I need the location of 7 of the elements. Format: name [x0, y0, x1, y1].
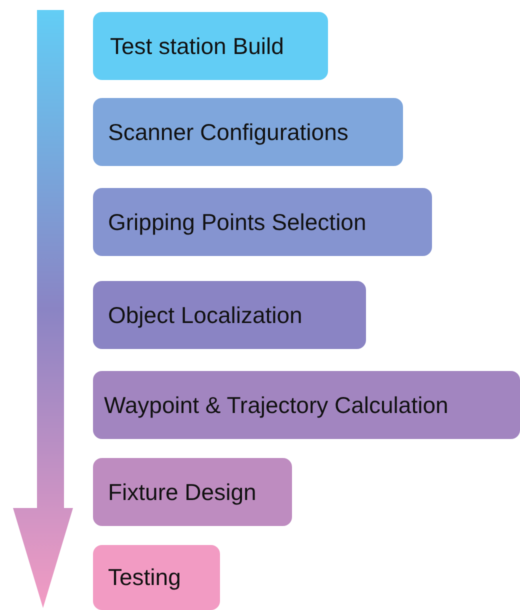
step-box: Gripping Points Selection — [93, 188, 432, 256]
step-box: Waypoint & Trajectory Calculation — [93, 371, 520, 439]
step-box: Test station Build — [93, 12, 328, 80]
step-box: Testing — [93, 545, 220, 610]
step-box: Object Localization — [93, 281, 366, 349]
step-box: Scanner Configurations — [93, 98, 403, 166]
step-box: Fixture Design — [93, 458, 292, 526]
